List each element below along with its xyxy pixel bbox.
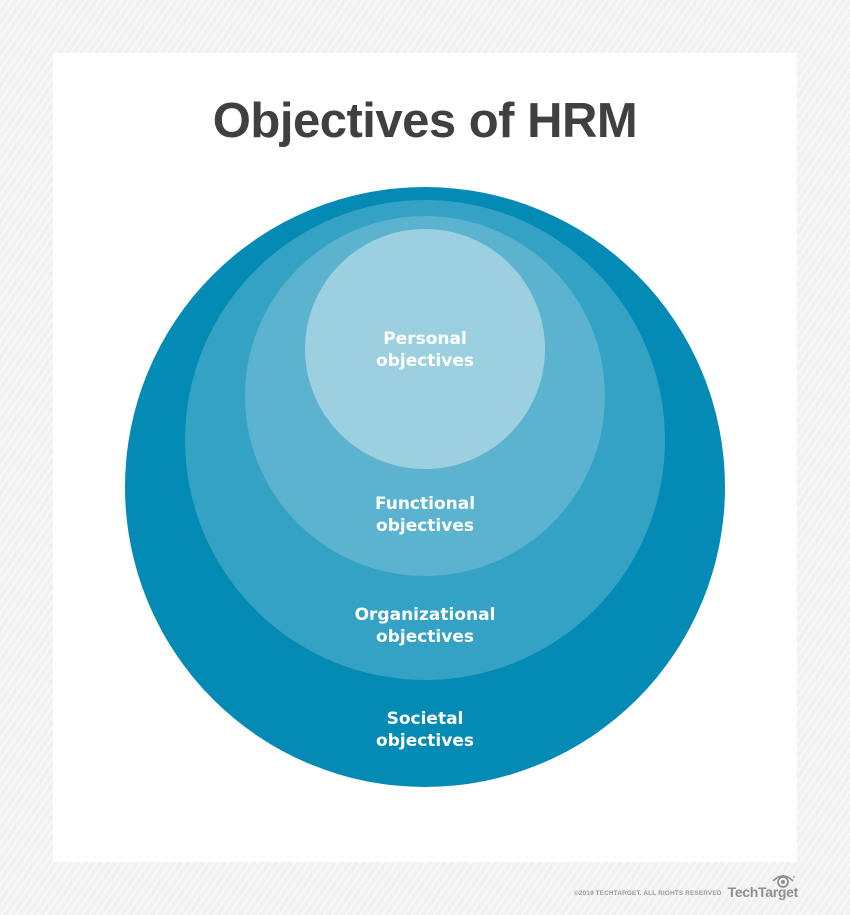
label-personal: Personal objectives	[0, 328, 850, 372]
label-societal: Societal objectives	[0, 708, 850, 752]
eye-logo-icon	[772, 875, 795, 888]
label-organizational: Organizational objectives	[0, 604, 850, 648]
label-functional-line2: objectives	[376, 516, 474, 536]
page-title: Objectives of HRM	[212, 94, 638, 148]
label-organizational-line2: objectives	[376, 627, 474, 647]
copyright-text: ©2019 TECHTARGET. ALL RIGHTS RESERVED	[573, 890, 722, 897]
label-personal-line1: Personal	[383, 329, 467, 349]
brand-name: TechTarget	[727, 884, 799, 900]
label-societal-line2: objectives	[376, 731, 474, 751]
label-organizational-line1: Organizational	[354, 605, 496, 625]
label-personal-line2: objectives	[376, 351, 474, 371]
circle-personal	[305, 229, 545, 469]
label-societal-line1: Societal	[386, 709, 464, 729]
label-functional-line1: Functional	[374, 494, 476, 514]
brand-logo: TechTarget	[728, 872, 798, 900]
footer: ©2019 TECHTARGET. ALL RIGHTS RESERVED Te…	[574, 872, 798, 900]
label-functional: Functional objectives	[0, 493, 850, 537]
